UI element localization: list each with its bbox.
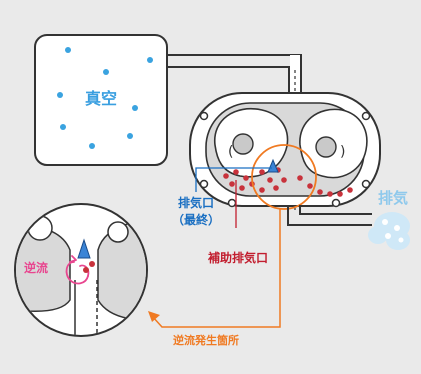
aux-outlet-label: 補助排気口: [207, 250, 268, 265]
backflow-location-label: 逆流発生箇所: [173, 333, 239, 347]
outlet-leader-line: [195, 167, 272, 192]
backflow-label: 逆流: [24, 260, 48, 275]
outlet-label-line2: （最終）: [172, 212, 220, 227]
outlet-label-line1: 排気口: [178, 195, 214, 210]
rotation-arrow-right: ): [340, 144, 345, 160]
rotor-right: ): [299, 108, 368, 179]
orange-leader-arrow: [148, 209, 281, 328]
vacuum-dots: [57, 47, 153, 149]
exhaust-label: 排気: [378, 189, 408, 207]
outlet-marker: [267, 158, 279, 173]
magnified-inset: [14, 203, 148, 337]
vacuum-chamber: 真空: [34, 34, 168, 166]
exhaust-cloud-icon: [368, 212, 410, 250]
pipe-fill: [290, 55, 300, 95]
inset-outlet-marker: [77, 238, 91, 259]
highlight-circle: [251, 144, 317, 210]
rotor-left: (: [214, 107, 289, 178]
vacuum-label: 真空: [85, 89, 117, 108]
rotation-arrow-left: (: [228, 144, 233, 160]
compressed-gas-dots: [223, 167, 353, 197]
exhaust-pipe: [287, 205, 372, 226]
